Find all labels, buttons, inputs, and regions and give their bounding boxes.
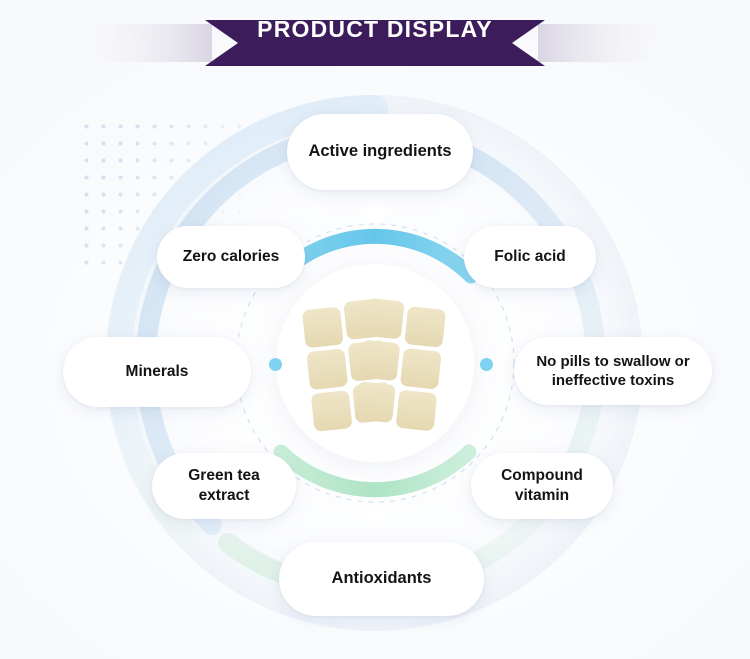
title-ribbon — [0, 18, 750, 68]
ribbon-tail-left — [60, 24, 212, 62]
ribbon-body — [205, 20, 545, 66]
feature-card-compound-vitamin[interactable]: Compound vitamin — [471, 453, 613, 519]
feature-label: Compound vitamin — [501, 467, 583, 504]
feature-card-folic-acid[interactable]: Folic acid — [464, 226, 596, 288]
feature-label: Folic acid — [494, 248, 566, 266]
node-dot-right — [480, 358, 493, 371]
outer-arc-far-left — [105, 94, 388, 551]
feature-label: Antioxidants — [331, 569, 432, 588]
node-dot-top — [366, 206, 384, 223]
ribbon-tail-right — [538, 24, 690, 62]
feature-card-antioxidants[interactable]: Antioxidants — [279, 542, 484, 616]
node-dot-bottom — [366, 505, 384, 522]
feature-card-zero-calories[interactable]: Zero calories — [157, 226, 305, 288]
feature-label: Minerals — [125, 363, 189, 381]
feature-label: No pills to swallow or ineffective toxin… — [536, 352, 690, 389]
feature-card-no-pills[interactable]: No pills to swallow or ineffective toxin… — [514, 337, 712, 405]
feature-label: Zero calories — [182, 248, 280, 266]
feature-card-green-tea-extract[interactable]: Green tea extract — [152, 453, 296, 519]
feature-card-active-ingredients[interactable]: Active ingredients — [287, 114, 473, 190]
tablet-sheet-front — [354, 298, 446, 431]
feature-card-minerals[interactable]: Minerals — [63, 337, 251, 407]
tablet-sheet-icon — [302, 298, 446, 432]
feature-label: Green tea extract — [188, 467, 260, 504]
feature-label: Active ingredients — [308, 142, 452, 161]
inner-arc-bottom — [273, 444, 477, 498]
node-dot-left — [269, 358, 282, 371]
